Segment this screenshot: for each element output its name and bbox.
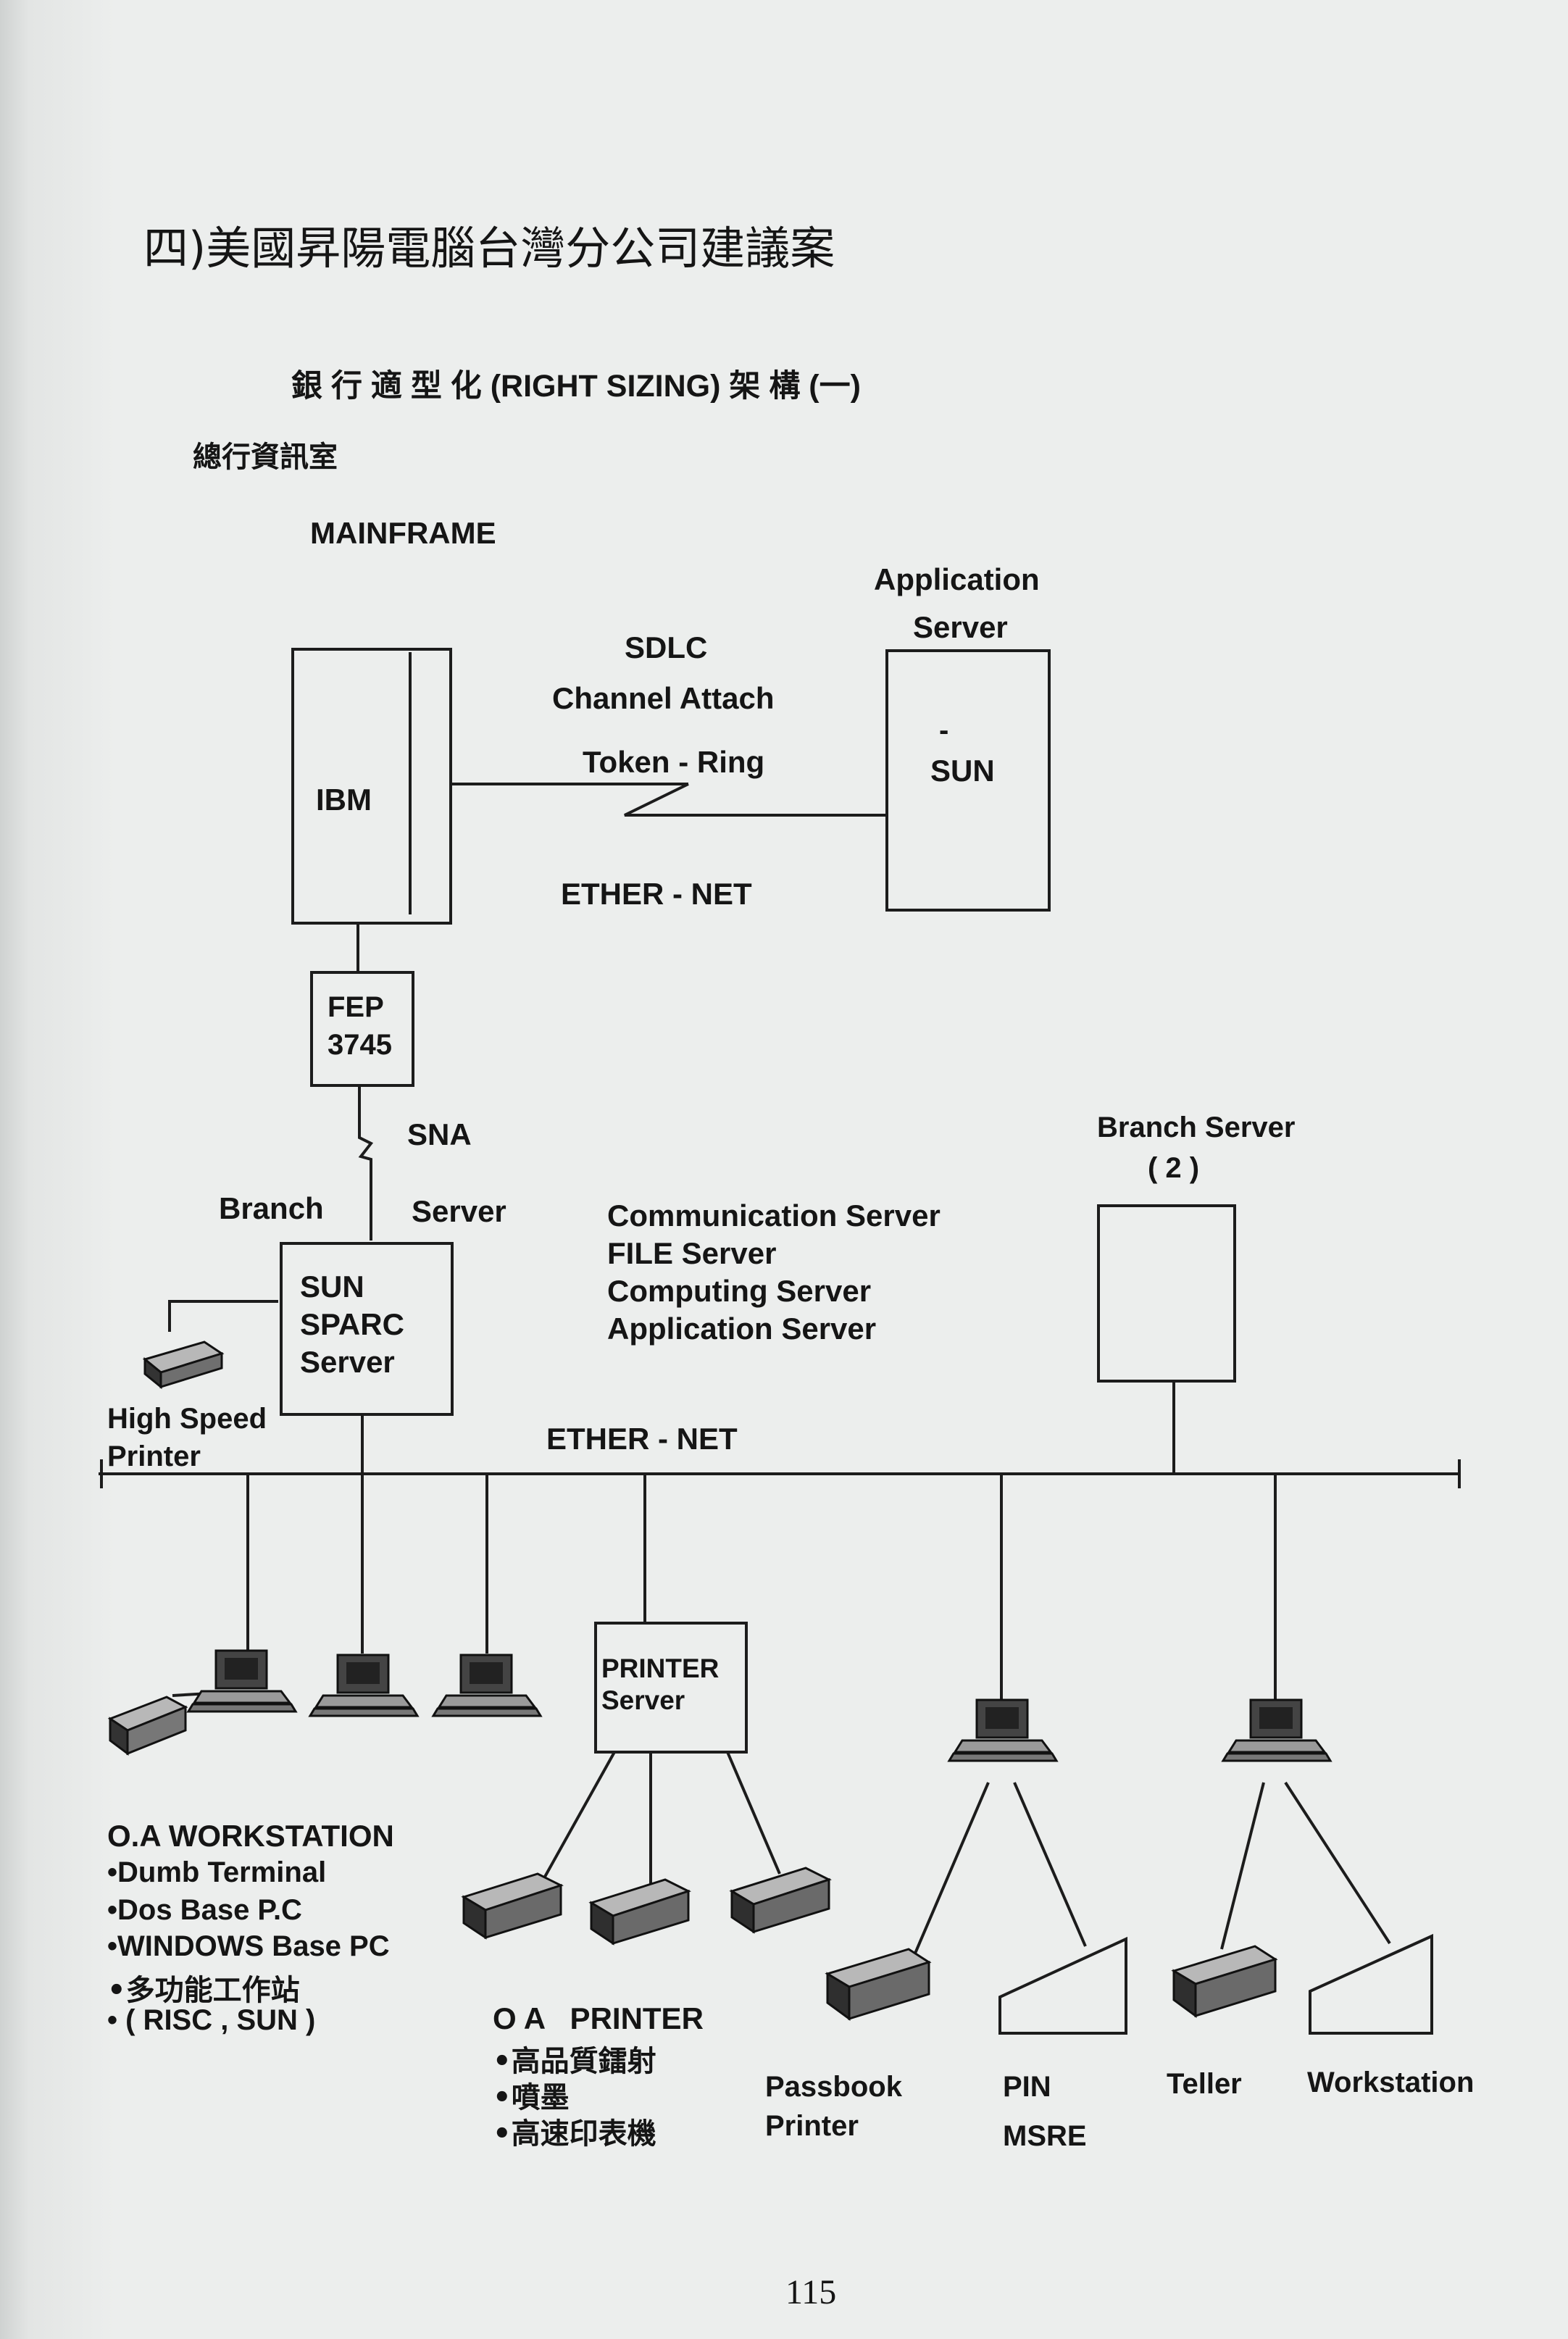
workstation-computer-icon-2 bbox=[308, 1654, 420, 1717]
passbook-printer-icon bbox=[825, 1948, 932, 2021]
fep-box bbox=[310, 971, 414, 1087]
workstation-label: Workstation bbox=[1307, 2067, 1475, 2098]
branch-box-line1: SUN bbox=[300, 1269, 364, 1304]
sdlc-label: SDLC bbox=[625, 630, 708, 664]
teller-workstation-icon bbox=[1221, 1698, 1333, 1762]
role-computing-server: Computing Server bbox=[607, 1274, 872, 1308]
fep-model-label: 3745 bbox=[328, 1029, 392, 1061]
oa-printer-item: •高品質鐳射 bbox=[493, 2045, 656, 2078]
server-label: Server bbox=[412, 1194, 506, 1228]
workstation-computer-icon-1 bbox=[186, 1649, 298, 1713]
printer-server-box bbox=[594, 1622, 748, 1754]
teller-label: Teller bbox=[1167, 2068, 1242, 2100]
inkjet-printer-icon bbox=[588, 1878, 691, 1946]
passbook-workstation-icon bbox=[947, 1698, 1059, 1762]
workstation-computer-icon-3 bbox=[431, 1654, 543, 1717]
role-file-server: FILE Server bbox=[607, 1236, 777, 1270]
page-number: 115 bbox=[785, 2273, 837, 2311]
branch-server2-label: Branch Server bbox=[1097, 1112, 1296, 1143]
high-speed-printer-label-line1: High Speed bbox=[107, 1403, 267, 1435]
laser-printer-icon bbox=[461, 1872, 564, 1940]
branch-box-line2: SPARC bbox=[300, 1307, 404, 1341]
fep-label: FEP bbox=[328, 991, 384, 1023]
oa-workstation-item: • ( RISC , SUN ) bbox=[107, 2004, 316, 2036]
printer-server-label-line2: Server bbox=[601, 1685, 685, 1715]
branch-server2-box bbox=[1097, 1204, 1236, 1383]
ethernet-top-label: ETHER - NET bbox=[561, 877, 752, 911]
oa-workstation-item: •WINDOWS Base PC bbox=[107, 1930, 390, 1962]
oa-printer-left-icon bbox=[107, 1696, 188, 1756]
app-server-dash: - bbox=[939, 714, 949, 746]
page-heading: 四)美國昇陽電腦台灣分公司建議案 bbox=[143, 222, 835, 275]
app-server-label-line1: Application bbox=[874, 562, 1040, 596]
branch-box-line3: Server bbox=[300, 1345, 395, 1379]
oa-workstation-item: •Dos Base P.C bbox=[107, 1894, 302, 1926]
application-server-box bbox=[885, 649, 1051, 912]
high-speed-printer-icon bbox=[142, 1341, 225, 1390]
ibm-mainframe-box bbox=[291, 648, 452, 925]
hq-department-label: 總行資訊室 bbox=[193, 441, 338, 474]
high-speed-oa-printer-icon bbox=[729, 1867, 832, 1934]
branch-sun-sparc-server-box bbox=[280, 1242, 454, 1416]
printer-server-label-line1: PRINTER bbox=[601, 1654, 720, 1683]
oa-printer-item: •噴墨 bbox=[493, 2081, 570, 2114]
pin-label: PIN bbox=[1003, 2071, 1051, 2103]
ethernet-main-label: ETHER - NET bbox=[546, 1422, 738, 1456]
oa-workstation-item: •Dumb Terminal bbox=[107, 1856, 327, 1888]
passbook-printer-label-line2: Printer bbox=[765, 2110, 859, 2142]
oa-workstation-title: O.A WORKSTATION bbox=[107, 1819, 394, 1853]
branch-server2-number: ( 2 ) bbox=[1148, 1152, 1200, 1184]
mainframe-label: MAINFRAME bbox=[310, 516, 496, 550]
oa-workstation-item: •多功能工作站 bbox=[107, 1974, 300, 2007]
msre-label: MSRE bbox=[1003, 2120, 1087, 2152]
branch-label: Branch bbox=[219, 1191, 324, 1225]
app-server-label-line2: Server bbox=[913, 610, 1008, 644]
diagram-subtitle: 銀 行 適 型 化 (RIGHT SIZING) 架 構 (一) bbox=[291, 369, 861, 404]
channel-attach-label: Channel Attach bbox=[552, 681, 775, 715]
sna-label: SNA bbox=[407, 1117, 472, 1151]
token-ring-label: Token - Ring bbox=[583, 745, 765, 779]
oa-printer-item: •高速印表機 bbox=[493, 2117, 656, 2151]
teller-printer-icon bbox=[1171, 1945, 1278, 2018]
high-speed-printer-label-line2: Printer bbox=[107, 1440, 201, 1472]
oa-printer-title: O A PRINTER bbox=[493, 2001, 704, 2035]
role-application-server: Application Server bbox=[607, 1312, 877, 1346]
ibm-label: IBM bbox=[316, 783, 372, 817]
role-communication-server: Communication Server bbox=[607, 1198, 941, 1233]
passbook-printer-label-line1: Passbook bbox=[765, 2071, 902, 2103]
app-server-name: SUN bbox=[930, 754, 995, 788]
